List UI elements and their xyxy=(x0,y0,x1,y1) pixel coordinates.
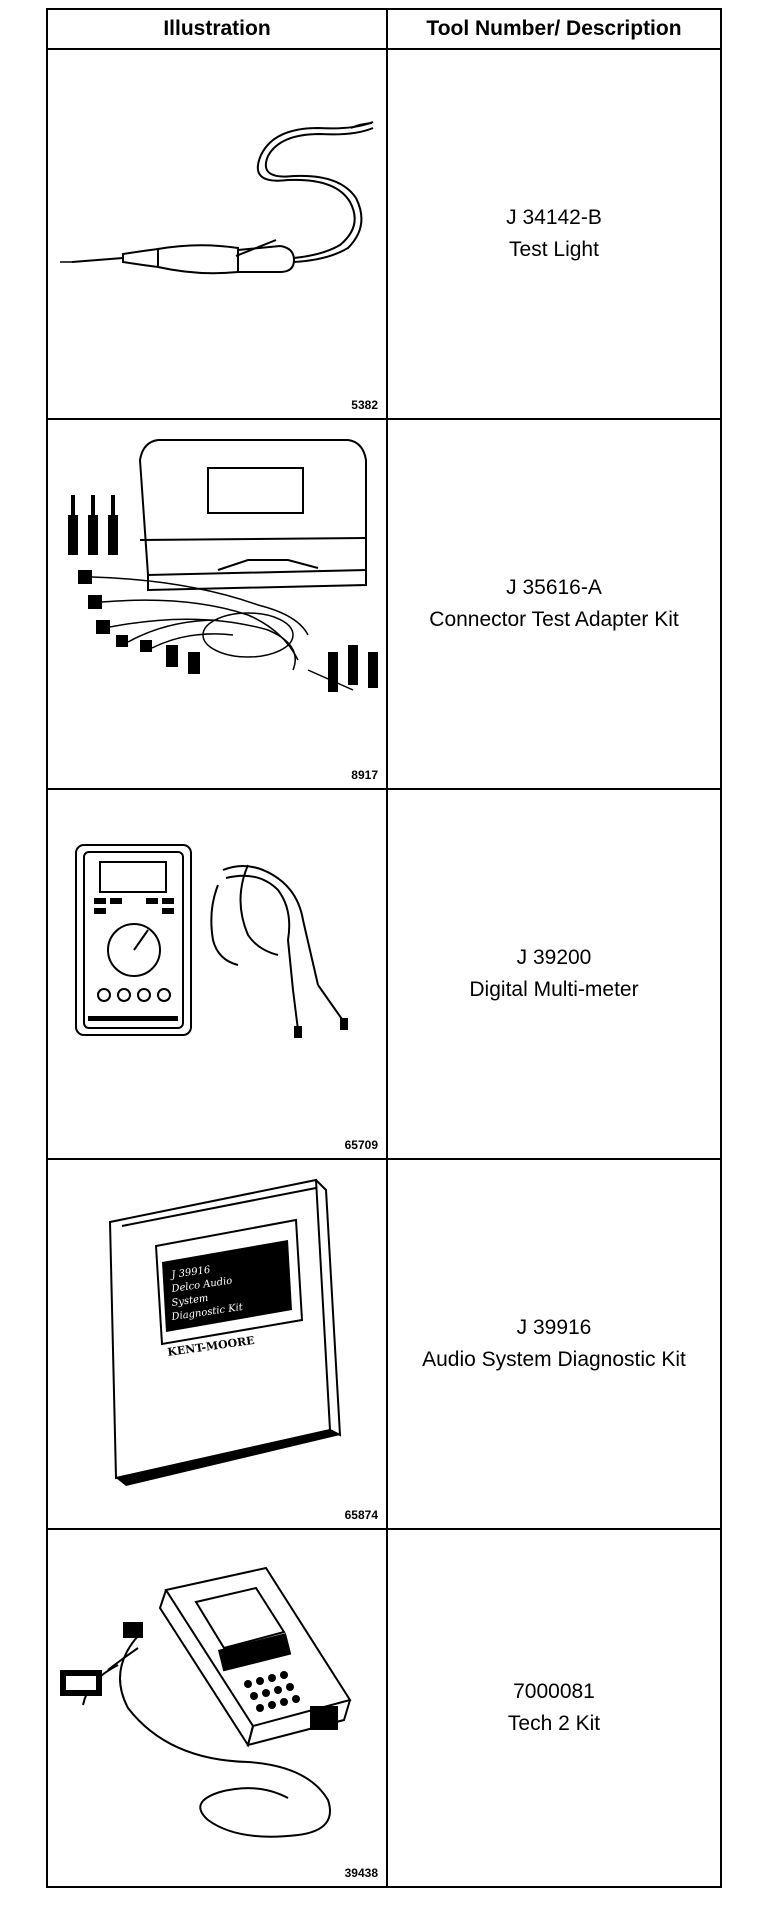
test-light-icon xyxy=(60,121,374,275)
tool-number: 7000081 xyxy=(513,1680,595,1703)
illustration-cell: 5382 xyxy=(48,50,388,418)
special-tools-table: Illustration Tool Number/ Description 53… xyxy=(46,8,722,1888)
tool-description: Test Light xyxy=(509,238,599,261)
tool-number: J 35616-A xyxy=(506,576,602,599)
digital-multimeter-icon xyxy=(75,844,348,1038)
header-tool-number-description: Tool Number/ Description xyxy=(426,17,682,40)
figure-number: 65874 xyxy=(344,1508,378,1522)
table-row: 5382 J 34142-B Test Light xyxy=(48,50,720,420)
kent-moore-logo: KENT-MOORE xyxy=(167,1334,256,1359)
table-row: 8917 J 35616-A Connector Test Adapter Ki… xyxy=(48,420,720,790)
tool-description: Connector Test Adapter Kit xyxy=(429,608,679,631)
figure-number: 8917 xyxy=(351,768,378,782)
header-illustration: Illustration xyxy=(48,10,388,48)
figure-number: 5382 xyxy=(351,398,378,412)
tool-number: J 39916 xyxy=(516,1316,592,1339)
tool-description-cell: 7000081 Tech 2 Kit xyxy=(388,1530,720,1886)
figure-number: 65709 xyxy=(344,1138,378,1152)
table-row: 39438 7000081 Tech 2 Kit xyxy=(48,1530,720,1886)
tool-description: Audio System Diagnostic Kit xyxy=(422,1348,686,1371)
illustration-cell: 8917 xyxy=(48,420,388,788)
tech2-scan-tool-icon xyxy=(60,1566,352,1838)
illustration-cell: J 39916 Delco Audio System Diagnostic Ki… xyxy=(48,1160,388,1528)
tool-description-cell: J 39200 Digital Multi-meter xyxy=(388,790,720,1158)
tool-description-cell: J 35616-A Connector Test Adapter Kit xyxy=(388,420,720,788)
table-row: 65709 J 39200 Digital Multi-meter xyxy=(48,790,720,1160)
tool-number: J 39200 xyxy=(516,946,592,969)
table-header: Illustration Tool Number/ Description xyxy=(48,10,720,50)
illustration-cell: 65709 xyxy=(48,790,388,1158)
tool-number: J 34142-B xyxy=(506,206,602,229)
tool-description-cell: J 34142-B Test Light xyxy=(388,50,720,418)
diagnostic-manual-icon: J 39916 Delco Audio System Diagnostic Ki… xyxy=(108,1178,342,1486)
manual-title-line: System xyxy=(171,1293,209,1309)
tool-description: Digital Multi-meter xyxy=(469,978,639,1001)
tool-description-cell: J 39916 Audio System Diagnostic Kit xyxy=(388,1160,720,1528)
tool-description: Tech 2 Kit xyxy=(507,1712,601,1735)
table-row: J 39916 Delco Audio System Diagnostic Ki… xyxy=(48,1160,720,1530)
connector-test-adapter-kit-icon xyxy=(68,439,378,692)
illustration-cell: 39438 xyxy=(48,1530,388,1886)
figure-number: 39438 xyxy=(344,1866,378,1880)
